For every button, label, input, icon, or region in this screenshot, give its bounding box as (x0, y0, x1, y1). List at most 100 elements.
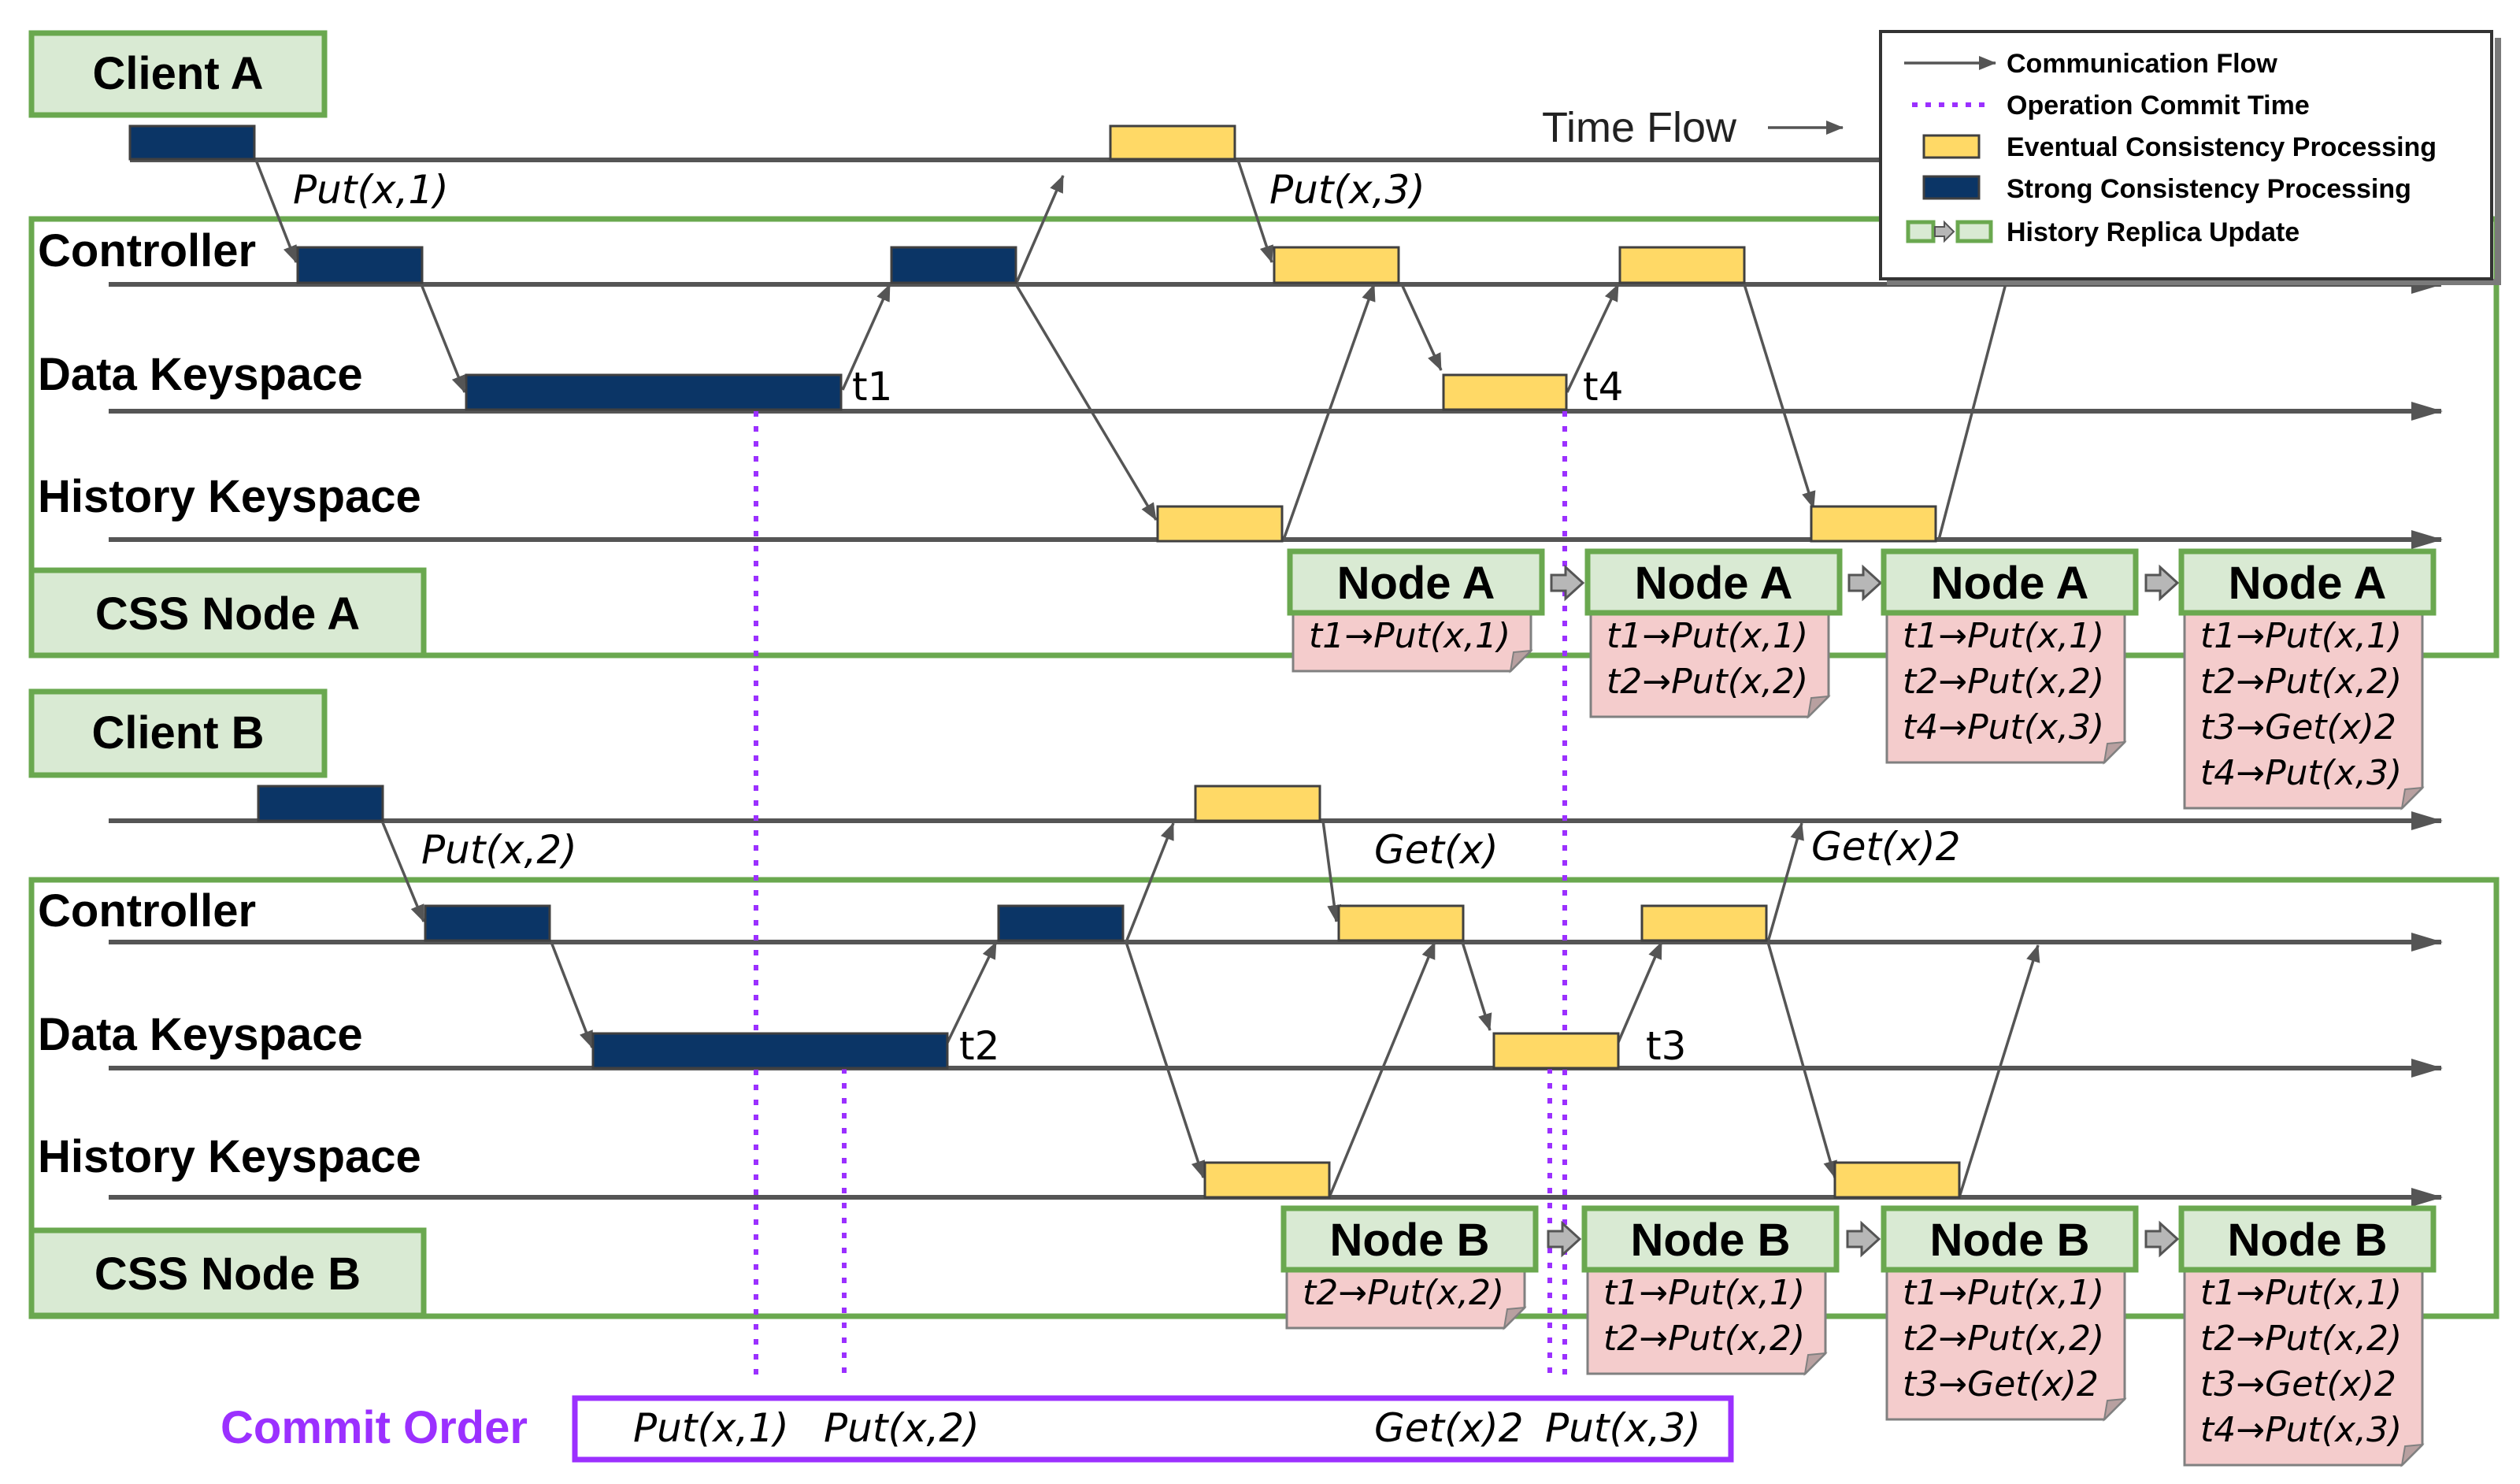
time-flow-indicator: Time Flow (1542, 104, 1844, 151)
eventual-bar (1810, 505, 1937, 543)
node-b-label-box: CSS Node B (28, 1227, 427, 1319)
replica-note-entry: t1→Put(x,1) (1603, 1273, 1805, 1313)
replica-arrow-icon (2144, 1220, 2180, 1258)
replica-note-entry: t3→Get(x)2 (1903, 1364, 2099, 1404)
node-a-history-label: History Keyspace (38, 471, 421, 522)
commit-item: Get(x)2 (1374, 1405, 1524, 1451)
commit-item: Put(x,1) (633, 1405, 789, 1451)
replica-note: Node B t1→Put(x,1) t2→Put(x,2) t3→Get(x)2 t4… (2178, 1205, 2437, 1467)
op-get-x: Get(x) (1374, 827, 1499, 873)
replica-arrow-icon (1846, 1220, 1881, 1258)
replica-note: Node A t1→Put(x,1) t2→Put(x,2) (1584, 548, 1843, 719)
node-b-container (28, 877, 2500, 1319)
replica-note: Node At1→Put(x,1)t2→Put(x,2)t4→Put(x,3) (1881, 548, 2139, 765)
replica-note-entry: t1→Put(x,1) (1903, 1273, 2104, 1313)
replica-note-entry: t4→Put(x,3) (1903, 707, 2104, 748)
eventual-bar (1442, 373, 1568, 411)
replica-update-arrows (1547, 564, 2180, 1258)
replica-note: Node B t1→Put(x,1) t2→Put(x,2) (1581, 1205, 1840, 1376)
legend-communication-flow: Communication Flow (2007, 49, 2277, 79)
client-b-label-box: Client B (28, 688, 328, 778)
strong-bar (424, 904, 551, 942)
replica-note-entry: t3→Get(x)2 (2200, 707, 2396, 748)
eventual-bar (1203, 1161, 1331, 1199)
node-b-data-label: Data Keyspace (38, 1009, 363, 1060)
eventual-bar (1337, 904, 1465, 942)
commit-item: Put(x,2) (824, 1405, 980, 1451)
time-flow-label: Time Flow (1542, 104, 1737, 151)
op-put-x-2: Put(x,2) (421, 827, 577, 873)
tick-t1: t1 (852, 364, 892, 410)
op-put-x-1: Put(x,1) (293, 167, 449, 213)
eventual-bar (1640, 904, 1768, 942)
replica-note-entry: t1→Put(x,1) (2200, 616, 2402, 656)
replica-note-entry: t4→Put(x,3) (2200, 753, 2402, 793)
strong-bar (465, 373, 843, 411)
commit-time-lines (754, 411, 1567, 1375)
replica-note-entry: t2→Put(x,2) (1903, 662, 2104, 702)
replica-note: Node A t1→Put(x,1) (1287, 548, 1545, 673)
strong-bar (591, 1032, 949, 1070)
replica-note-entry: t2→Put(x,2) (2200, 1319, 2402, 1359)
replica-note-title: Node A (1337, 558, 1495, 609)
replica-notes: Node A t1→Put(x,1) Node A t1→Put(x,1) t2→Put… (1280, 548, 2437, 1467)
node-b-history-label: History Keyspace (38, 1131, 421, 1182)
commit-order: Commit Order Put(x,1) Put(x,2) Get(x)2 P… (220, 1395, 1734, 1463)
communication-arrows (254, 159, 2040, 1198)
node-a-controller-label: Controller (38, 225, 256, 276)
replica-note-title: Node A (1635, 558, 1793, 609)
replica-note-entry: t2→Put(x,2) (1303, 1273, 1504, 1313)
node-a-container (28, 216, 2500, 659)
strong-bar (296, 246, 424, 284)
node-a-label-box: CSS Node A (28, 567, 427, 659)
replica-note-entry: t4→Put(x,3) (2200, 1410, 2402, 1450)
replica-note: Node Bt2→Put(x,2) (1280, 1205, 1539, 1330)
replica-arrow-icon (1847, 564, 1883, 602)
processing-bars (128, 124, 1961, 1199)
strong-bar (997, 904, 1125, 942)
replica-arrow-icon (1547, 1220, 1582, 1258)
legend-strong-processing: Strong Consistency Processing (2007, 174, 2411, 204)
replica-note-entry: t1→Put(x,1) (1309, 616, 1510, 656)
client-a-label: Client A (93, 48, 264, 99)
replica-note-entry: t2→Put(x,2) (1903, 1319, 2104, 1359)
tick-t3: t3 (1646, 1023, 1686, 1069)
replica-note-entry: t2→Put(x,2) (1603, 1319, 1805, 1359)
op-get-x-2: Get(x)2 (1811, 824, 1961, 870)
replica-note: Node A t1→Put(x,1) t2→Put(x,2) t3→Get(x)2 t4… (2178, 548, 2437, 811)
node-a-data-label: Data Keyspace (38, 349, 363, 400)
replica-note-title: Node B (1631, 1215, 1791, 1266)
node-b-label: CSS Node B (94, 1248, 361, 1300)
eventual-bar (1492, 1032, 1620, 1070)
node-b-controller-label: Controller (38, 885, 256, 937)
op-put-x-3: Put(x,3) (1269, 167, 1425, 213)
strong-bar (257, 785, 384, 822)
eventual-bar (1194, 785, 1321, 822)
strong-bar (128, 124, 256, 161)
node-a-label: CSS Node A (95, 588, 360, 640)
replica-note-entry: t1→Put(x,1) (1606, 616, 1808, 656)
client-a-label-box: Client A (28, 30, 328, 118)
tick-t4: t4 (1583, 364, 1623, 410)
eventual-bar (1156, 505, 1284, 543)
legend-eventual-processing: Eventual Consistency Processing (2007, 132, 2437, 162)
replica-note-entry: t2→Put(x,2) (1606, 662, 1808, 702)
replica-arrow-icon (1550, 564, 1585, 602)
replica-arrow-icon (2144, 564, 2180, 602)
eventual-bar (1618, 246, 1746, 284)
client-b-label: Client B (91, 707, 264, 759)
replica-note-title: Node B (2228, 1215, 2388, 1266)
tick-t2: t2 (959, 1023, 999, 1069)
legend-operation-commit-time: Operation Commit Time (2007, 91, 2310, 121)
commit-item: Put(x,3) (1545, 1405, 1701, 1451)
replica-note-entry: t3→Get(x)2 (2200, 1364, 2396, 1404)
legend: Communication Flow Operation Commit Time… (1879, 30, 2501, 285)
replica-note-entry: t2→Put(x,2) (2200, 662, 2402, 702)
eventual-bar (1833, 1161, 1961, 1199)
commit-order-title: Commit Order (220, 1402, 528, 1453)
replica-note: Node Bt1→Put(x,1)t2→Put(x,2)t3→Get(x)2 (1881, 1205, 2139, 1422)
replica-note-entry: t1→Put(x,1) (2200, 1273, 2402, 1313)
legend-history-replica-update: History Replica Update (2007, 217, 2300, 247)
replica-note-title: Node A (2229, 558, 2387, 609)
